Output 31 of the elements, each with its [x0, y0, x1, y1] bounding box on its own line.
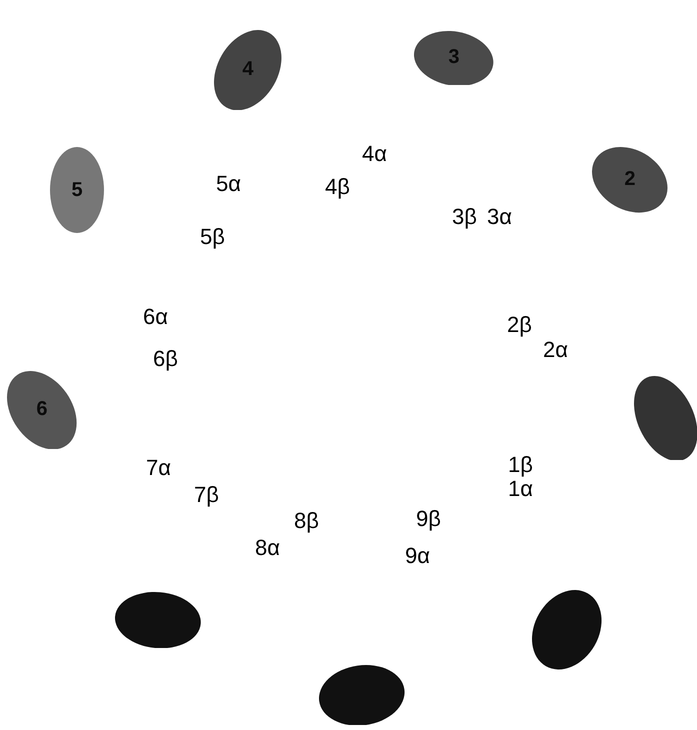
ellipse-marker [592, 147, 668, 213]
subunit-label: 9α [405, 545, 430, 567]
ellipse-marker [115, 592, 201, 648]
ellipse-number: 4 [242, 58, 254, 82]
subunit-label: 3α [487, 206, 512, 228]
subunit-label: 4β [325, 176, 350, 198]
subunit-label: 5β [200, 226, 225, 248]
subunit-label: 3β [452, 206, 477, 228]
subunit-label: 5α [216, 173, 241, 195]
ellipse-marker [414, 30, 494, 86]
subunit-label: 1α [508, 478, 533, 500]
subunit-label: 6α [143, 306, 168, 328]
subunit-label: 6β [153, 348, 178, 370]
ellipse-marker [319, 664, 405, 726]
subunit-label: 8β [294, 510, 319, 532]
subunit-label: 7α [146, 457, 171, 479]
ellipse-marker [7, 370, 77, 450]
ellipse-number: 2 [624, 168, 636, 192]
subunit-label: 8α [255, 537, 280, 559]
subunit-label: 2β [507, 314, 532, 336]
subunit-label: 1β [508, 454, 533, 476]
subunit-label: 2α [543, 339, 568, 361]
ellipse-number: 6 [36, 398, 48, 422]
ellipse-number: 5 [71, 178, 83, 202]
subunit-label: 7β [194, 484, 219, 506]
ellipse-marker [532, 590, 602, 670]
ellipse-number: 3 [448, 46, 460, 70]
subunit-label: 4α [362, 143, 387, 165]
ellipse-marker [50, 147, 104, 233]
subunit-label: 9β [416, 508, 441, 530]
ellipse-marker [214, 30, 282, 110]
